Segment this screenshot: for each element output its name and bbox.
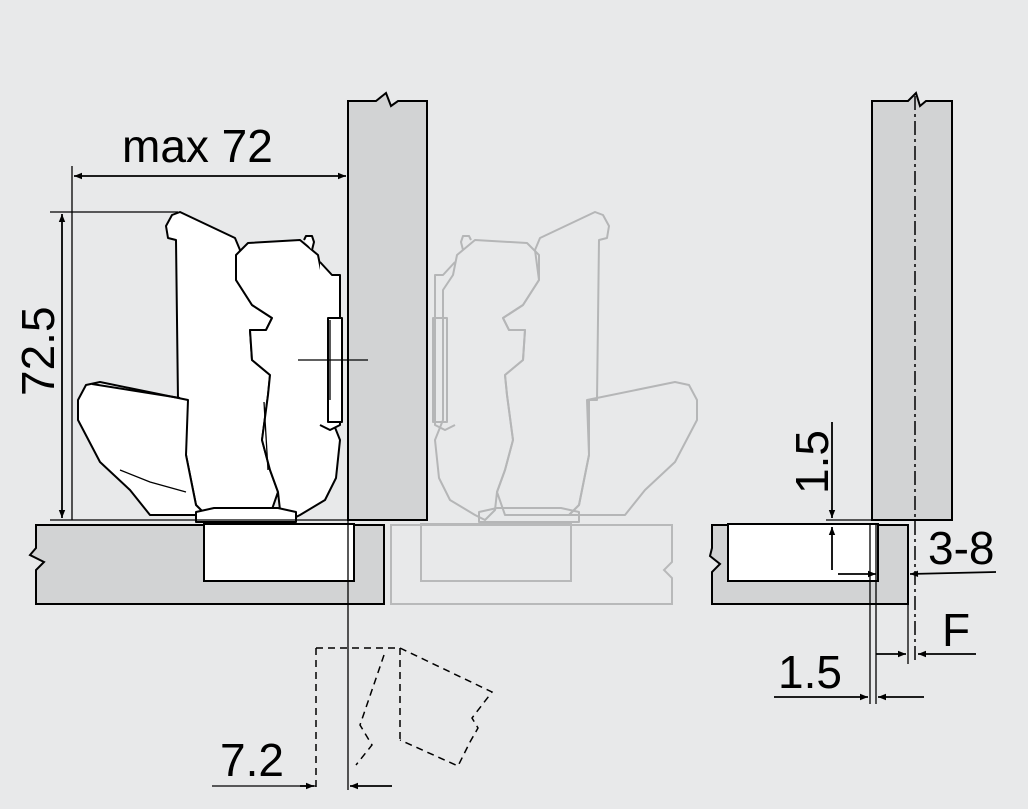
centre-cross-mark — [298, 320, 368, 400]
dim-label-max-72: max 72 — [122, 120, 273, 172]
dim-label-7-2: 7.2 — [220, 734, 284, 786]
dim-label-f: F — [942, 604, 970, 656]
dim-label-3-8: 3-8 — [928, 522, 994, 574]
dim-label-1-5-vertical: 1.5 — [786, 430, 838, 494]
opened-door-dashed — [315, 647, 494, 790]
right-detail-view: 1.5 3-8 F 1.5 — [708, 91, 997, 704]
dim-label-1-5-horizontal: 1.5 — [778, 646, 842, 698]
detail-cup-hole — [727, 523, 879, 582]
hinge-cup-hole — [203, 523, 355, 582]
detail-side-panel — [871, 91, 953, 521]
door-panel-ghost — [390, 524, 673, 605]
cabinet-side-panel — [347, 91, 428, 521]
left-main-view: max 72 72.5 7.2 — [12, 91, 698, 790]
hinge-body — [77, 211, 343, 523]
dim-label-72-5: 72.5 — [12, 306, 64, 396]
hinge-cup-hole-ghost — [420, 523, 572, 582]
hinge-body-ghost — [432, 211, 698, 523]
